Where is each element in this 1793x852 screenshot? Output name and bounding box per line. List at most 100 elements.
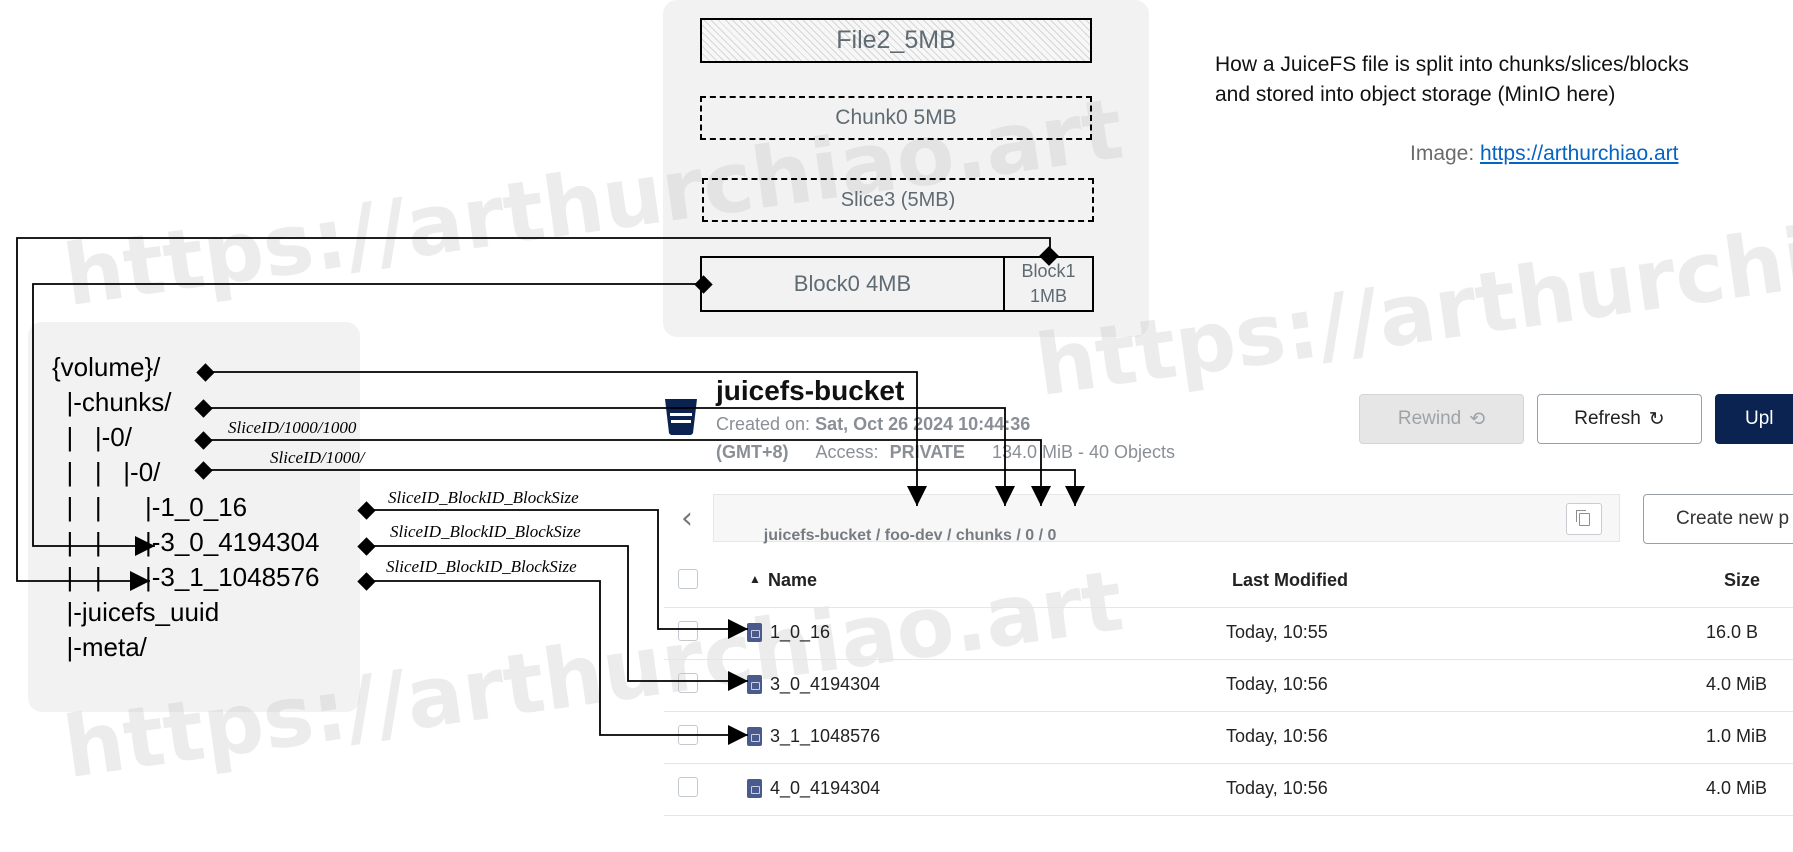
back-button[interactable]: ‹	[663, 494, 711, 542]
file-name: 4_0_4194304	[770, 778, 881, 798]
connector-anchor	[357, 572, 376, 591]
tree-object-1-0-16: | | |-1_0_16	[52, 492, 248, 522]
table-row[interactable]: 3_0_4194304 Today, 10:56 4.0 MiB	[664, 659, 1793, 712]
column-size[interactable]: Size	[1724, 570, 1761, 590]
chunk-label: Chunk0 5MB	[835, 106, 957, 129]
chevron-left-icon: ‹	[681, 500, 693, 536]
block1-box: Block1 1MB	[1003, 256, 1094, 312]
row-checkbox[interactable]	[678, 725, 698, 745]
tree-object-3-0: | | |-3_0_4194304	[52, 527, 320, 557]
arrow-label-slice-1000-1000: SliceID/1000/1000	[228, 418, 357, 437]
image-credit-prefix: Image:	[1410, 142, 1481, 165]
breadcrumb-item-chunk-dir[interactable]: 0	[1025, 527, 1035, 544]
file-name: 1_0_16	[770, 622, 831, 642]
copy-icon	[1579, 513, 1590, 526]
usage-info: 134.0 MiB - 40 Objects	[991, 442, 1176, 462]
arrow-label-block-3: SliceID_BlockID_BlockSize	[386, 557, 577, 576]
tree-object-3-1: | | |-3_1_1048576	[52, 562, 320, 592]
slice-label: Slice3 (5MB)	[840, 188, 956, 211]
table-row[interactable]: 1_0_16 Today, 10:55 16.0 B	[664, 607, 1793, 660]
breadcrumb-separator: /	[1016, 527, 1021, 544]
column-name[interactable]: Name	[768, 570, 818, 590]
breadcrumb-item-prefix[interactable]: foo-dev	[884, 527, 943, 544]
created-value: Sat, Oct 26 2024 10:44:36	[815, 414, 1031, 434]
breadcrumb-item-sub-dir[interactable]: 0	[1047, 527, 1057, 544]
file-size: 16.0 B	[1706, 622, 1759, 642]
bucket-title: juicefs-bucket	[716, 375, 905, 406]
bucket-icon-svg	[665, 399, 697, 435]
file-icon	[747, 727, 762, 746]
file-icon	[747, 675, 762, 694]
file-modified: Today, 10:56	[1226, 726, 1328, 746]
bucket-meta-line: (GMT+8) Access: PRIVATE 134.0 MiB - 40 O…	[716, 442, 1175, 463]
table-row[interactable]: 3_1_1048576 Today, 10:56 1.0 MiB	[664, 711, 1793, 764]
rewind-button[interactable]: Rewind ⟲	[1359, 394, 1524, 444]
table-row[interactable]: 4_0_4194304 Today, 10:56 4.0 MiB	[664, 763, 1793, 816]
image-credit: Image: https://arthurchiao.art	[1410, 142, 1678, 166]
arrow-label-block-2: SliceID_BlockID_BlockSize	[390, 522, 581, 541]
rewind-icon: ⟲	[1469, 408, 1486, 430]
tree-juicefs-uuid: |-juicefs_uuid	[52, 597, 220, 627]
file-size: 4.0 MiB	[1706, 778, 1768, 798]
file-box: File2_5MB	[700, 18, 1092, 63]
select-all-checkbox[interactable]	[678, 569, 698, 589]
file-modified: Today, 10:56	[1226, 674, 1328, 694]
caption-line-2: and stored into object storage (MinIO he…	[1215, 83, 1616, 106]
tree-volume: {volume}/	[52, 352, 161, 382]
column-last-modified[interactable]: Last Modified	[1232, 570, 1348, 590]
file-size: 1.0 MiB	[1706, 726, 1768, 746]
row-checkbox[interactable]	[678, 673, 698, 693]
breadcrumb: juicefs-bucket / foo-dev / chunks / 0 / …	[713, 494, 1620, 544]
connector-anchor	[357, 501, 376, 520]
refresh-button[interactable]: Refresh ↻	[1537, 394, 1702, 444]
breadcrumb-item-chunks[interactable]: chunks	[955, 527, 1012, 544]
image-credit-link[interactable]: https://arthurchiao.art	[1480, 142, 1679, 165]
caption: How a JuiceFS file is split into chunks/…	[1215, 50, 1689, 110]
file-modified: Today, 10:56	[1226, 778, 1328, 798]
file-name: 3_1_1048576	[770, 726, 881, 746]
refresh-icon: ↻	[1648, 408, 1665, 430]
bucket-created: Created on: Sat, Oct 26 2024 10:44:36	[716, 414, 1030, 435]
file-modified: Today, 10:55	[1226, 622, 1328, 642]
file-icon	[747, 623, 762, 642]
copy-path-button[interactable]	[1566, 503, 1602, 535]
bucket-icon	[663, 396, 699, 436]
file-label: File2_5MB	[836, 26, 956, 54]
file-size: 4.0 MiB	[1706, 674, 1768, 694]
access-label: Access:	[815, 442, 879, 462]
table-header: ▲ Name Last Modified Size	[664, 555, 1793, 608]
block1-label-line2: 1MB	[1029, 286, 1067, 306]
breadcrumb-separator: /	[946, 527, 952, 544]
sort-ascending-icon: ▲	[749, 572, 761, 586]
row-checkbox[interactable]	[678, 621, 698, 641]
arrow-label-block-1: SliceID_BlockID_BlockSize	[388, 488, 579, 507]
row-checkbox[interactable]	[678, 777, 698, 797]
caption-line-1: How a JuiceFS file is split into chunks/…	[1215, 53, 1689, 76]
tree-subdir-0: | | |-0/	[52, 457, 161, 487]
breadcrumb-item-bucket[interactable]: juicefs-bucket	[763, 527, 872, 544]
rewind-label: Rewind	[1397, 408, 1462, 429]
access-value: PRIVATE	[889, 442, 965, 462]
copy-icon-back	[1576, 510, 1586, 522]
breadcrumb-separator: /	[1038, 527, 1044, 544]
file-icon	[747, 779, 762, 798]
tree-chunk-0: | |-0/	[52, 422, 132, 452]
arrow-label-slice-1000: SliceID/1000/	[270, 448, 365, 467]
connector-anchor	[357, 537, 376, 556]
upload-label: Upl	[1745, 408, 1774, 429]
tree-meta: |-meta/	[52, 632, 147, 662]
refresh-label: Refresh	[1574, 408, 1641, 429]
tree-chunks: |-chunks/	[52, 387, 172, 417]
upload-button[interactable]: Upl	[1715, 394, 1793, 444]
block0-label: Block0 4MB	[793, 271, 912, 296]
block1-label-line1: Block1	[1021, 261, 1076, 281]
file-name: 3_0_4194304	[770, 674, 881, 694]
create-new-path-label: Create new p	[1676, 508, 1790, 529]
create-new-path-button[interactable]: Create new p	[1643, 494, 1793, 544]
block0-box: Block0 4MB	[700, 256, 1005, 312]
created-label: Created on:	[716, 414, 811, 434]
timezone: (GMT+8)	[716, 442, 789, 462]
breadcrumb-separator: /	[875, 527, 881, 544]
chunk-box: Chunk0 5MB	[700, 96, 1092, 140]
slice-box: Slice3 (5MB)	[702, 178, 1094, 222]
